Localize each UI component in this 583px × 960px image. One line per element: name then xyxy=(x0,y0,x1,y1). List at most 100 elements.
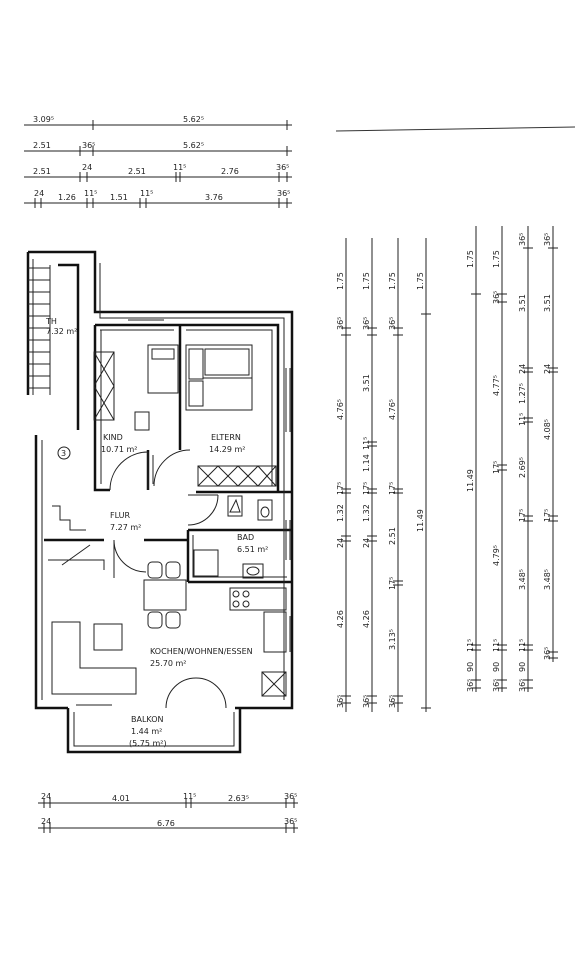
dim-label: 36⁵ xyxy=(492,679,501,692)
dim-label: 4.76⁵ xyxy=(388,399,397,420)
dim-label: 1.27⁵ xyxy=(518,383,527,404)
room-eltern-name: ELTERN xyxy=(211,433,241,442)
dim-label: 24 xyxy=(82,163,92,172)
walls xyxy=(26,250,294,754)
dim-label: 36⁵ xyxy=(336,317,345,330)
room-balkon-name: BALKON xyxy=(131,715,164,724)
dim-label: 36⁵ xyxy=(276,163,289,172)
dim-label: 90 xyxy=(492,662,501,672)
vertical-dimension-lines xyxy=(341,226,558,712)
dim-label: 36⁵ xyxy=(336,695,345,708)
dim-label: 1.75 xyxy=(336,272,345,290)
dim-label: 1.75 xyxy=(362,272,371,290)
room-flur-name: FLUR xyxy=(110,511,131,520)
dim-label: 36⁵ xyxy=(284,817,297,826)
dim-label: 36⁵ xyxy=(388,695,397,708)
room-kind-name: KIND xyxy=(103,433,123,442)
dim-label: 17⁵ xyxy=(492,461,501,474)
dim-label: 3.51 xyxy=(362,374,371,392)
top-dimension-labels: 3.09⁵ 5.62⁵ 2.51 36⁵ 5.62⁵ 2.51 24 2.51 … xyxy=(33,115,290,202)
dim-label: 3.09⁵ xyxy=(33,115,54,124)
dim-label: 6.76 xyxy=(157,819,175,828)
dim-label: 11⁵ xyxy=(140,189,153,198)
staircase xyxy=(28,265,51,395)
dim-label: 36⁵ xyxy=(518,679,527,692)
kitchen-furniture xyxy=(51,561,287,697)
landing-steps xyxy=(48,505,105,570)
dim-label: 11⁵ xyxy=(466,639,475,652)
dim-label: 36⁵ xyxy=(466,679,475,692)
dim-label: 24 xyxy=(518,364,527,374)
dim-label: 1.75 xyxy=(492,250,501,268)
vertical-dimension-labels: 1.75 36⁵ 4.76⁵ 17⁵ 1.32 24 4.26 36⁵ 1.75… xyxy=(336,233,552,708)
dim-label: 3.76 xyxy=(205,193,223,202)
bottom-dimension-labels: 24 4.01 11⁵ 2.63⁵ 36⁵ 24 6.76 36⁵ xyxy=(41,792,297,828)
dim-label: 11⁵ xyxy=(84,189,97,198)
dim-label: 4.77⁵ xyxy=(492,375,501,396)
dim-label: 3.13⁵ xyxy=(388,629,397,650)
dim-label: 11.49 xyxy=(466,469,475,492)
windows xyxy=(76,319,291,706)
kind-wardrobe-icon xyxy=(93,351,115,421)
dim-label: 36⁵ xyxy=(362,695,371,708)
dim-label: 90 xyxy=(466,662,475,672)
dim-label: 24 xyxy=(41,817,51,826)
dim-label: 17⁵ xyxy=(388,577,397,590)
dim-label: 1.14 xyxy=(362,454,371,472)
dim-label: 1.32 xyxy=(336,504,345,522)
dim-label: 17⁵ xyxy=(388,482,397,495)
dim-label: 17⁵ xyxy=(362,482,371,495)
room-bad-name: BAD xyxy=(237,533,254,542)
top-dimension-chains xyxy=(24,120,292,208)
dim-label: 36⁵ xyxy=(362,317,371,330)
kind-bed-icon xyxy=(147,344,179,394)
dim-label: 36⁵ xyxy=(82,141,95,150)
dim-label: 4.76⁵ xyxy=(336,399,345,420)
dim-label: 24 xyxy=(543,364,552,374)
dim-label: 4.26 xyxy=(336,610,345,628)
dim-label: 24 xyxy=(34,189,44,198)
room-th-name: TH xyxy=(45,317,57,326)
divider-line xyxy=(335,126,576,132)
room-labels: TH 7.32 m² KIND 10.71 m² ELTERN 14.29 m²… xyxy=(45,317,268,748)
dim-label: 1.75 xyxy=(388,272,397,290)
dim-label: 1.51 xyxy=(110,193,128,202)
dim-label: 36⁵ xyxy=(388,317,397,330)
dim-label: 4.26 xyxy=(362,610,371,628)
dim-label: 36⁵ xyxy=(518,233,527,246)
dim-label: 11⁵ xyxy=(183,792,196,801)
dim-label: 4.79⁵ xyxy=(492,545,501,566)
dim-label: 1.26 xyxy=(58,193,76,202)
eltern-bed-icon xyxy=(185,344,253,411)
dim-label: 1.32 xyxy=(362,504,371,522)
dim-label: 2.51 xyxy=(33,141,51,150)
dim-label: 24 xyxy=(362,538,371,548)
dim-label: 2.51 xyxy=(128,167,146,176)
dim-label: 36⁵ xyxy=(492,291,501,304)
stair-marker-icon xyxy=(57,446,71,460)
inner-wall-lines xyxy=(32,259,287,747)
door-swings xyxy=(109,449,227,709)
dim-label: 2.76 xyxy=(221,167,239,176)
dim-label: 11⁵ xyxy=(492,639,501,652)
room-balkon-area: 1.44 m² xyxy=(131,727,162,736)
dim-label: 1.75 xyxy=(466,250,475,268)
dim-label: 2.69⁵ xyxy=(518,457,527,478)
room-bad-area: 6.51 m² xyxy=(237,545,268,554)
dim-label: 4.08⁵ xyxy=(543,419,552,440)
dim-label: 3.51 xyxy=(543,294,552,312)
room-kochen-area: 25.70 m² xyxy=(150,659,186,668)
dim-label: 3.51 xyxy=(518,294,527,312)
dim-label: 11⁵ xyxy=(518,413,527,426)
dim-label: 17⁵ xyxy=(543,509,552,522)
bathroom-fixtures xyxy=(193,495,273,579)
dim-label: 24 xyxy=(41,792,51,801)
dim-label: 4.01 xyxy=(112,794,130,803)
dim-label: 24 xyxy=(336,538,345,548)
room-kochen-name: KOCHEN/WOHNEN/ESSEN xyxy=(150,647,253,656)
eltern-wardrobe-icon xyxy=(197,465,277,487)
room-flur-area: 7.27 m² xyxy=(110,523,141,532)
dim-label: 36⁵ xyxy=(543,233,552,246)
dim-label: 90 xyxy=(518,662,527,672)
